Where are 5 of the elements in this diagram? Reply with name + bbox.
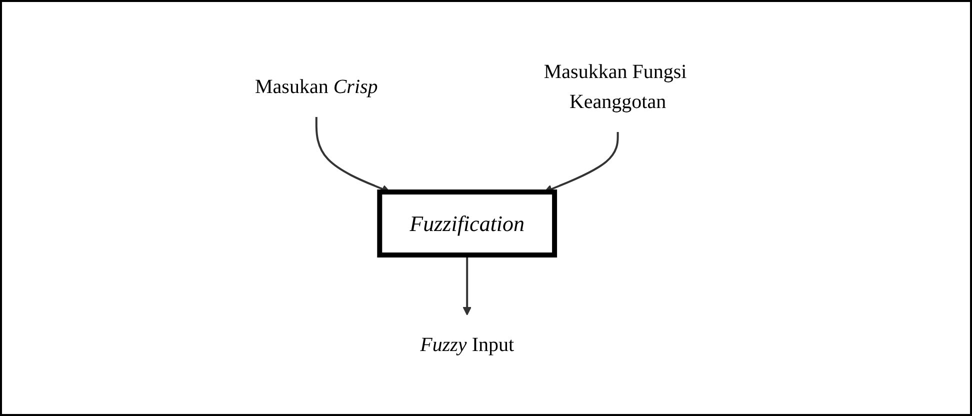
arrow: [462, 254, 472, 315]
node-text: Fuzzy Input: [420, 334, 514, 356]
node-text: Masukkan Fungsi Keanggotan: [543, 60, 686, 112]
node-text: Masukan Crisp: [254, 76, 378, 98]
node-box: [376, 189, 557, 257]
